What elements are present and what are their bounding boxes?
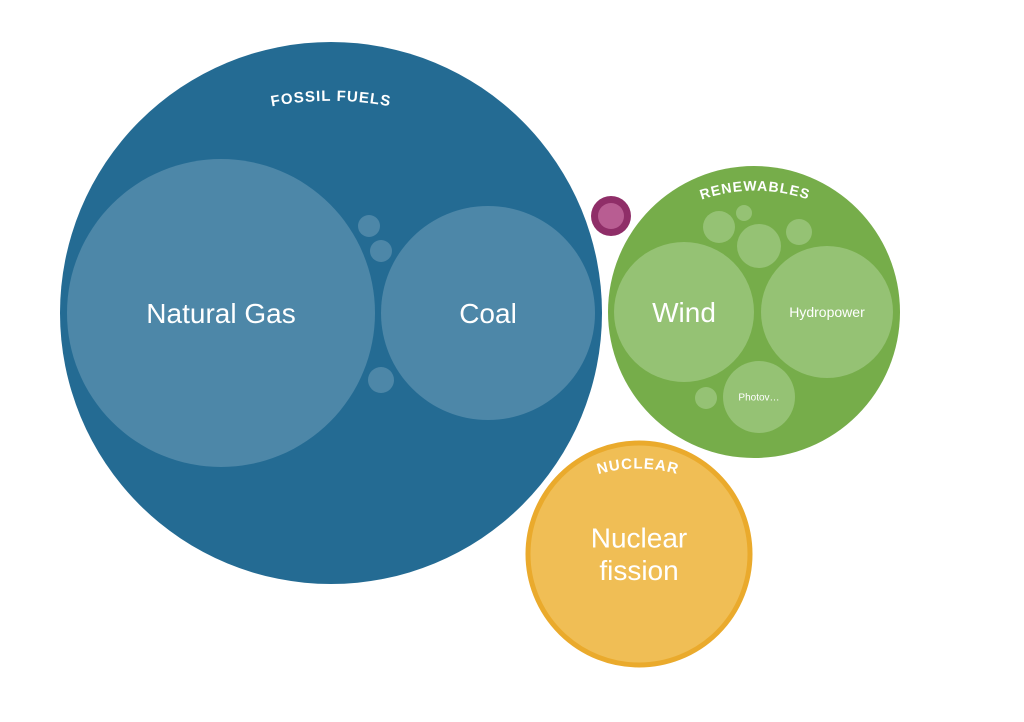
group-bubble [525,440,753,668]
group-label: FOSSIL FUELS [269,88,392,111]
leaf-bubble-minor [786,219,812,245]
leaf-label-photov: Photov… [738,393,779,404]
leaf-label-hydropower: Hydropower [789,304,865,320]
leaf-bubble-minor [368,367,394,393]
leaf-label-coal: Coal [459,298,517,329]
leaf-label-natural-gas: Natural Gas [146,298,295,329]
leaf-bubble-minor [598,203,624,229]
leaf-label-wind: Wind [652,297,716,328]
leaf-bubble-minor [703,211,735,243]
leaf-bubble-minor [358,215,380,237]
leaf-bubble-wind [614,242,754,382]
leaf-bubble-natural-gas [67,159,375,467]
leaf-bubble-minor [695,387,717,409]
bubble-group-other [591,196,631,236]
leaf-bubble-hydropower [761,246,893,378]
leaf-bubble-minor [737,224,781,268]
leaf-bubble-minor [370,240,392,262]
leaf-bubble-minor [736,205,752,221]
group-label: NUCLEAR [595,455,681,478]
bubble-group-fossil-fuels: FOSSIL FUELS Natural Gas Coal [60,42,602,584]
leaf-bubble-photov [723,361,795,433]
leaf-bubble-coal [381,206,595,420]
